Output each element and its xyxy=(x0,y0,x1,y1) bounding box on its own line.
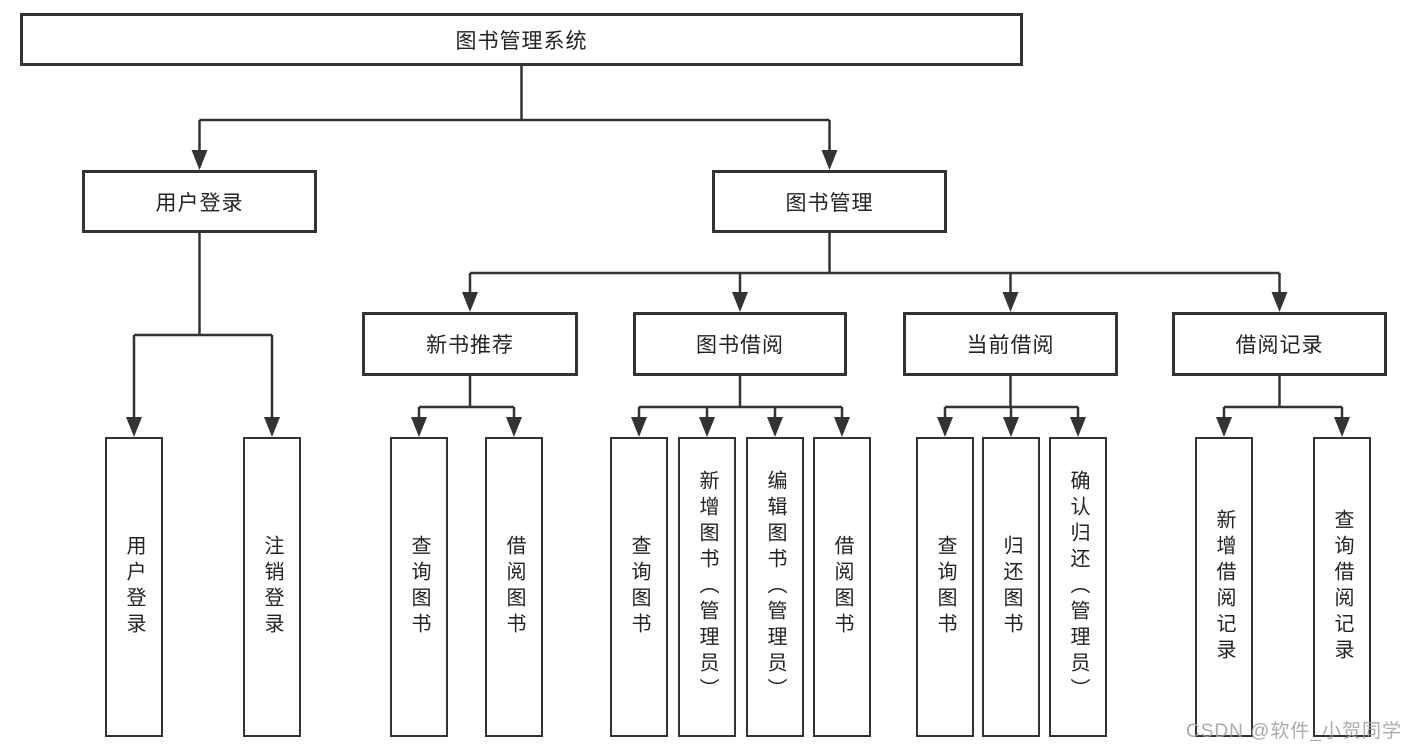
leaf-borrow-query-books: 查询图书 xyxy=(610,437,668,737)
watermark: CSDN @软件_小贺同学 xyxy=(1186,721,1402,742)
node-user-login: 用户登录 xyxy=(82,170,317,233)
leaf-logout: 注销登录 xyxy=(243,437,301,737)
leaf-records-query-record-label: 查询借阅记录 xyxy=(1331,509,1353,665)
node-book-borrow: 图书借阅 xyxy=(633,312,847,376)
leaf-current-query-books-label: 查询图书 xyxy=(934,535,956,639)
leaf-records-query-record: 查询借阅记录 xyxy=(1313,437,1371,737)
arrowheads xyxy=(126,150,1350,437)
leaf-borrow-edit-books-admin-label: 编辑图书（管理员） xyxy=(764,470,786,704)
node-current-borrow-label: 当前借阅 xyxy=(966,334,1055,357)
leaf-recommend-borrow-books-label: 借阅图书 xyxy=(503,535,525,639)
leaf-records-add-record: 新增借阅记录 xyxy=(1195,437,1253,737)
leaf-current-confirm-return-admin-label: 确认归还（管理员） xyxy=(1067,470,1089,704)
leaf-records-add-record-label: 新增借阅记录 xyxy=(1213,509,1235,665)
node-root: 图书管理系统 xyxy=(20,13,1023,66)
node-borrow-records: 借阅记录 xyxy=(1172,312,1387,376)
leaf-borrow-borrow-books: 借阅图书 xyxy=(813,437,871,737)
node-book-management: 图书管理 xyxy=(712,170,947,233)
connector-paths xyxy=(132,66,1344,419)
leaf-borrow-edit-books-admin: 编辑图书（管理员） xyxy=(746,437,804,737)
leaf-recommend-borrow-books: 借阅图书 xyxy=(485,437,543,737)
leaf-recommend-query-books: 查询图书 xyxy=(390,437,448,737)
leaf-borrow-add-books-admin-label: 新增图书（管理员） xyxy=(696,470,718,704)
node-book-management-label: 图书管理 xyxy=(785,191,874,215)
node-book-borrow-label: 图书借阅 xyxy=(696,334,784,357)
leaf-user-login: 用户登录 xyxy=(105,437,163,737)
node-new-book-recommend-label: 新书推荐 xyxy=(426,334,514,357)
leaf-borrow-borrow-books-label: 借阅图书 xyxy=(831,535,853,639)
leaf-current-return-books: 归还图书 xyxy=(982,437,1040,737)
leaf-borrow-add-books-admin: 新增图书（管理员） xyxy=(678,437,736,737)
node-current-borrow: 当前借阅 xyxy=(903,312,1118,376)
leaf-current-confirm-return-admin: 确认归还（管理员） xyxy=(1049,437,1107,737)
node-borrow-records-label: 借阅记录 xyxy=(1235,334,1324,357)
node-new-book-recommend: 新书推荐 xyxy=(362,312,578,376)
leaf-user-login-label: 用户登录 xyxy=(123,535,145,639)
leaf-logout-label: 注销登录 xyxy=(261,535,283,639)
node-user-login-label: 用户登录 xyxy=(155,191,244,215)
leaf-current-query-books: 查询图书 xyxy=(916,437,974,737)
node-root-label: 图书管理系统 xyxy=(455,29,588,53)
leaf-current-return-books-label: 归还图书 xyxy=(1000,535,1022,639)
leaf-borrow-query-books-label: 查询图书 xyxy=(628,535,650,639)
leaf-recommend-query-books-label: 查询图书 xyxy=(408,535,430,639)
